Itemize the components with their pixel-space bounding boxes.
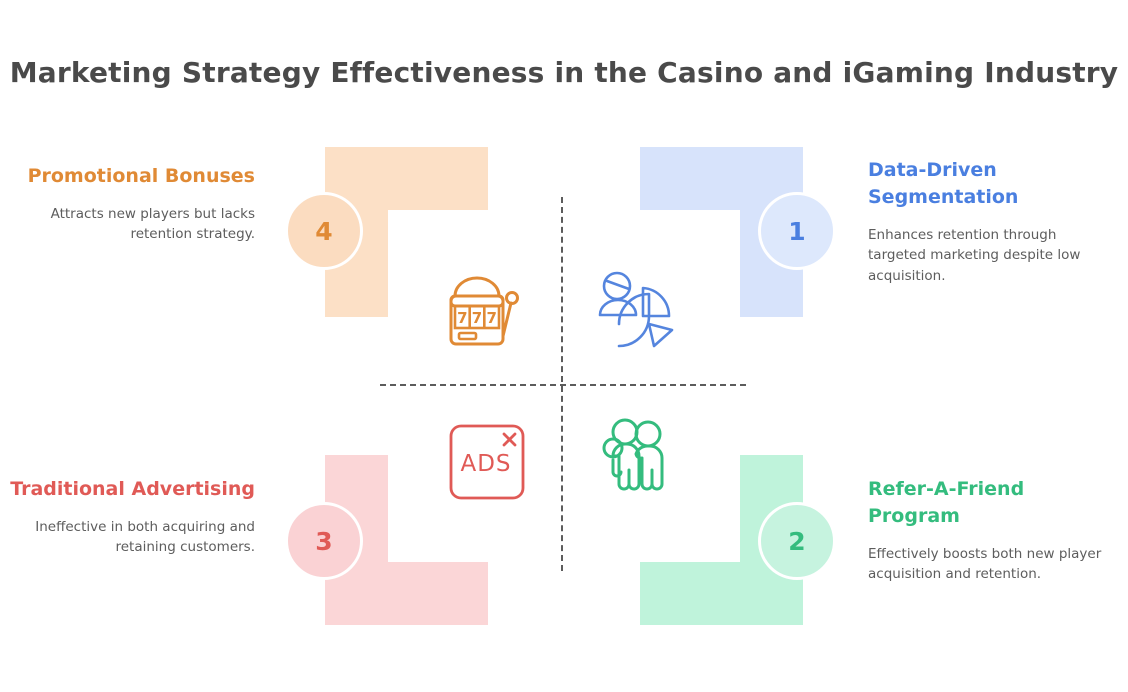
svg-text:ADS: ADS — [460, 451, 511, 477]
quadrant-body-data-driven-segmentation: Enhances retention through targeted mark… — [868, 226, 1081, 284]
ads-blocked-icon: ADS — [448, 423, 526, 505]
number-badge-label: 2 — [788, 526, 806, 556]
number-badge-label: 4 — [315, 216, 333, 246]
svg-text:7: 7 — [457, 309, 467, 327]
number-badge-2[interactable]: 2 — [758, 502, 836, 580]
slot-machine-icon: 7 7 7 — [443, 270, 527, 358]
block-arm-horizontal — [325, 562, 488, 625]
number-badge-3[interactable]: 3 — [285, 502, 363, 580]
quadrant-text-bottom-right: Refer-A-Friend Program Effectively boost… — [868, 476, 1118, 585]
svg-text:7: 7 — [472, 309, 482, 327]
number-badge-label: 1 — [788, 216, 806, 246]
quadrant-body-promotional-bonuses: Attracts new players but lacks retention… — [50, 205, 255, 243]
quadrant-heading-promotional-bonuses: Promotional Bonuses — [27, 165, 255, 187]
number-badge-1[interactable]: 1 — [758, 192, 836, 270]
quadrant-block-bottom-left — [325, 455, 488, 625]
number-badge-label: 3 — [315, 526, 333, 556]
divider-vertical-dashed — [561, 197, 563, 571]
page-title: Marketing Strategy Effectiveness in the … — [9, 56, 1119, 89]
quadrant-heading-traditional-advertising: Traditional Advertising — [10, 478, 255, 500]
svg-text:7: 7 — [486, 309, 496, 327]
quadrant-heading-refer-a-friend-program: Refer-A-Friend Program — [868, 478, 1025, 527]
quadrant-body-traditional-advertising: Ineffective in both acquiring and retain… — [35, 518, 255, 556]
number-badge-4[interactable]: 4 — [285, 192, 363, 270]
divider-horizontal-dashed — [380, 384, 746, 386]
two-people-icon — [598, 418, 686, 510]
quadrant-text-top-right: Data-Driven Segmentation Enhances retent… — [868, 157, 1118, 286]
audience-segmentation-icon — [596, 268, 684, 360]
quadrant-body-refer-a-friend-program: Effectively boosts both new player acqui… — [868, 545, 1102, 583]
quadrant-text-top-left: Promotional Bonuses Attracts new players… — [5, 163, 255, 245]
quadrant-heading-data-driven-segmentation: Data-Driven Segmentation — [868, 159, 1019, 208]
quadrant-text-bottom-left: Traditional Advertising Ineffective in b… — [5, 476, 255, 558]
